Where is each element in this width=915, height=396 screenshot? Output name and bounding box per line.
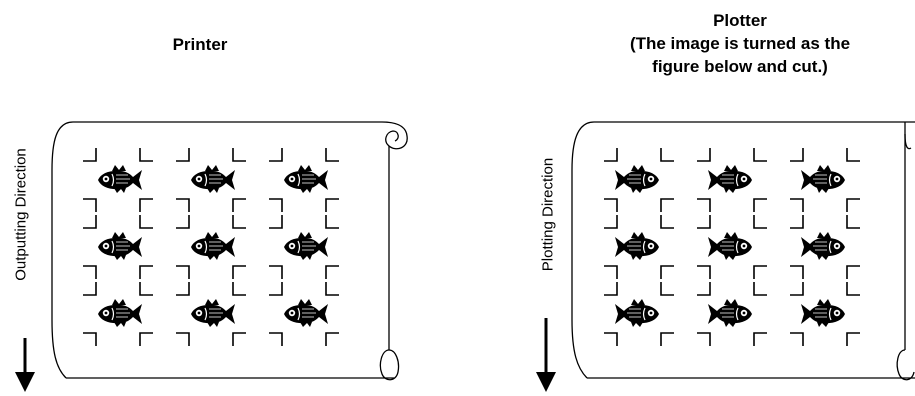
crop-mark-icon bbox=[232, 148, 246, 162]
crop-mark-icon bbox=[604, 198, 618, 212]
crop-mark-icon bbox=[604, 265, 618, 279]
crop-mark-icon bbox=[83, 198, 97, 212]
fish-icon bbox=[801, 232, 845, 260]
crop-mark-icon bbox=[325, 148, 339, 162]
crop-mark-icon bbox=[232, 282, 246, 296]
fish-icon bbox=[615, 232, 659, 260]
crop-mark-icon bbox=[790, 148, 804, 162]
crop-mark-icon bbox=[846, 198, 860, 212]
crop-mark-icon bbox=[697, 265, 711, 279]
fish-icon bbox=[708, 299, 752, 327]
crop-mark-icon bbox=[697, 332, 711, 346]
crop-mark-icon bbox=[325, 198, 339, 212]
fish-icon bbox=[801, 299, 845, 327]
crop-mark-icon bbox=[697, 215, 711, 229]
printer-arrow bbox=[15, 338, 35, 392]
printer-fish-grid bbox=[83, 148, 339, 346]
crop-mark-icon bbox=[269, 198, 283, 212]
crop-mark-icon bbox=[753, 148, 767, 162]
fish-icon bbox=[615, 165, 659, 193]
fish-icon bbox=[97, 164, 143, 194]
crop-mark-icon bbox=[269, 148, 283, 162]
fish-icon bbox=[801, 165, 845, 193]
plotter-title: Plotter (The image is turned as the figu… bbox=[629, 11, 851, 76]
fish-icon bbox=[708, 232, 752, 260]
crop-mark-icon bbox=[790, 332, 804, 346]
crop-mark-icon bbox=[232, 265, 246, 279]
crop-mark-icon bbox=[846, 282, 860, 296]
crop-mark-icon bbox=[753, 215, 767, 229]
crop-mark-icon bbox=[660, 215, 674, 229]
crop-mark-icon bbox=[753, 282, 767, 296]
crop-mark-icon bbox=[269, 215, 283, 229]
crop-mark-icon bbox=[790, 282, 804, 296]
crop-mark-icon bbox=[753, 332, 767, 346]
fish-icon bbox=[97, 231, 143, 261]
fish-icon bbox=[97, 298, 143, 328]
crop-mark-icon bbox=[790, 215, 804, 229]
crop-mark-icon bbox=[176, 148, 190, 162]
crop-mark-icon bbox=[790, 265, 804, 279]
crop-mark-icon bbox=[660, 282, 674, 296]
fish-icon bbox=[283, 164, 329, 194]
crop-mark-icon bbox=[325, 215, 339, 229]
crop-mark-icon bbox=[269, 332, 283, 346]
crop-mark-icon bbox=[139, 198, 153, 212]
fish-icon bbox=[283, 231, 329, 261]
crop-mark-icon bbox=[176, 332, 190, 346]
crop-mark-icon bbox=[83, 282, 97, 296]
crop-mark-icon bbox=[269, 282, 283, 296]
crop-mark-icon bbox=[232, 215, 246, 229]
fish-icon bbox=[283, 298, 329, 328]
crop-mark-icon bbox=[697, 282, 711, 296]
crop-mark-icon bbox=[232, 332, 246, 346]
crop-mark-icon bbox=[176, 265, 190, 279]
crop-mark-icon bbox=[325, 332, 339, 346]
crop-mark-icon bbox=[83, 215, 97, 229]
crop-mark-icon bbox=[139, 148, 153, 162]
crop-mark-icon bbox=[604, 332, 618, 346]
crop-mark-icon bbox=[176, 282, 190, 296]
crop-mark-icon bbox=[846, 265, 860, 279]
crop-mark-icon bbox=[846, 148, 860, 162]
crop-mark-icon bbox=[604, 215, 618, 229]
crop-mark-icon bbox=[604, 282, 618, 296]
crop-mark-icon bbox=[83, 148, 97, 162]
crop-mark-icon bbox=[846, 215, 860, 229]
crop-mark-icon bbox=[325, 265, 339, 279]
printer-title: Printer bbox=[172, 35, 228, 54]
crop-mark-icon bbox=[753, 198, 767, 212]
crop-mark-icon bbox=[697, 198, 711, 212]
crop-mark-icon bbox=[753, 265, 767, 279]
printer-paper-roll bbox=[51, 121, 408, 381]
crop-mark-icon bbox=[139, 265, 153, 279]
crop-mark-icon bbox=[139, 282, 153, 296]
crop-mark-icon bbox=[176, 198, 190, 212]
crop-mark-icon bbox=[604, 148, 618, 162]
fish-icon bbox=[190, 298, 236, 328]
plotter-paper-roll bbox=[571, 121, 915, 381]
plotter-fish-grid bbox=[604, 148, 860, 346]
crop-mark-icon bbox=[697, 148, 711, 162]
crop-mark-icon bbox=[660, 198, 674, 212]
crop-mark-icon bbox=[176, 215, 190, 229]
crop-mark-icon bbox=[660, 332, 674, 346]
crop-mark-icon bbox=[83, 332, 97, 346]
crop-mark-icon bbox=[232, 198, 246, 212]
crop-mark-icon bbox=[83, 265, 97, 279]
plotter-arrow bbox=[536, 318, 556, 392]
crop-mark-icon bbox=[325, 282, 339, 296]
crop-mark-icon bbox=[660, 265, 674, 279]
fish-icon bbox=[615, 299, 659, 327]
crop-mark-icon bbox=[846, 332, 860, 346]
fish-icon bbox=[190, 231, 236, 261]
crop-mark-icon bbox=[269, 265, 283, 279]
crop-mark-icon bbox=[139, 215, 153, 229]
fish-icon bbox=[190, 164, 236, 194]
crop-mark-icon bbox=[790, 198, 804, 212]
crop-mark-icon bbox=[139, 332, 153, 346]
fish-icon bbox=[708, 165, 752, 193]
crop-mark-icon bbox=[660, 148, 674, 162]
